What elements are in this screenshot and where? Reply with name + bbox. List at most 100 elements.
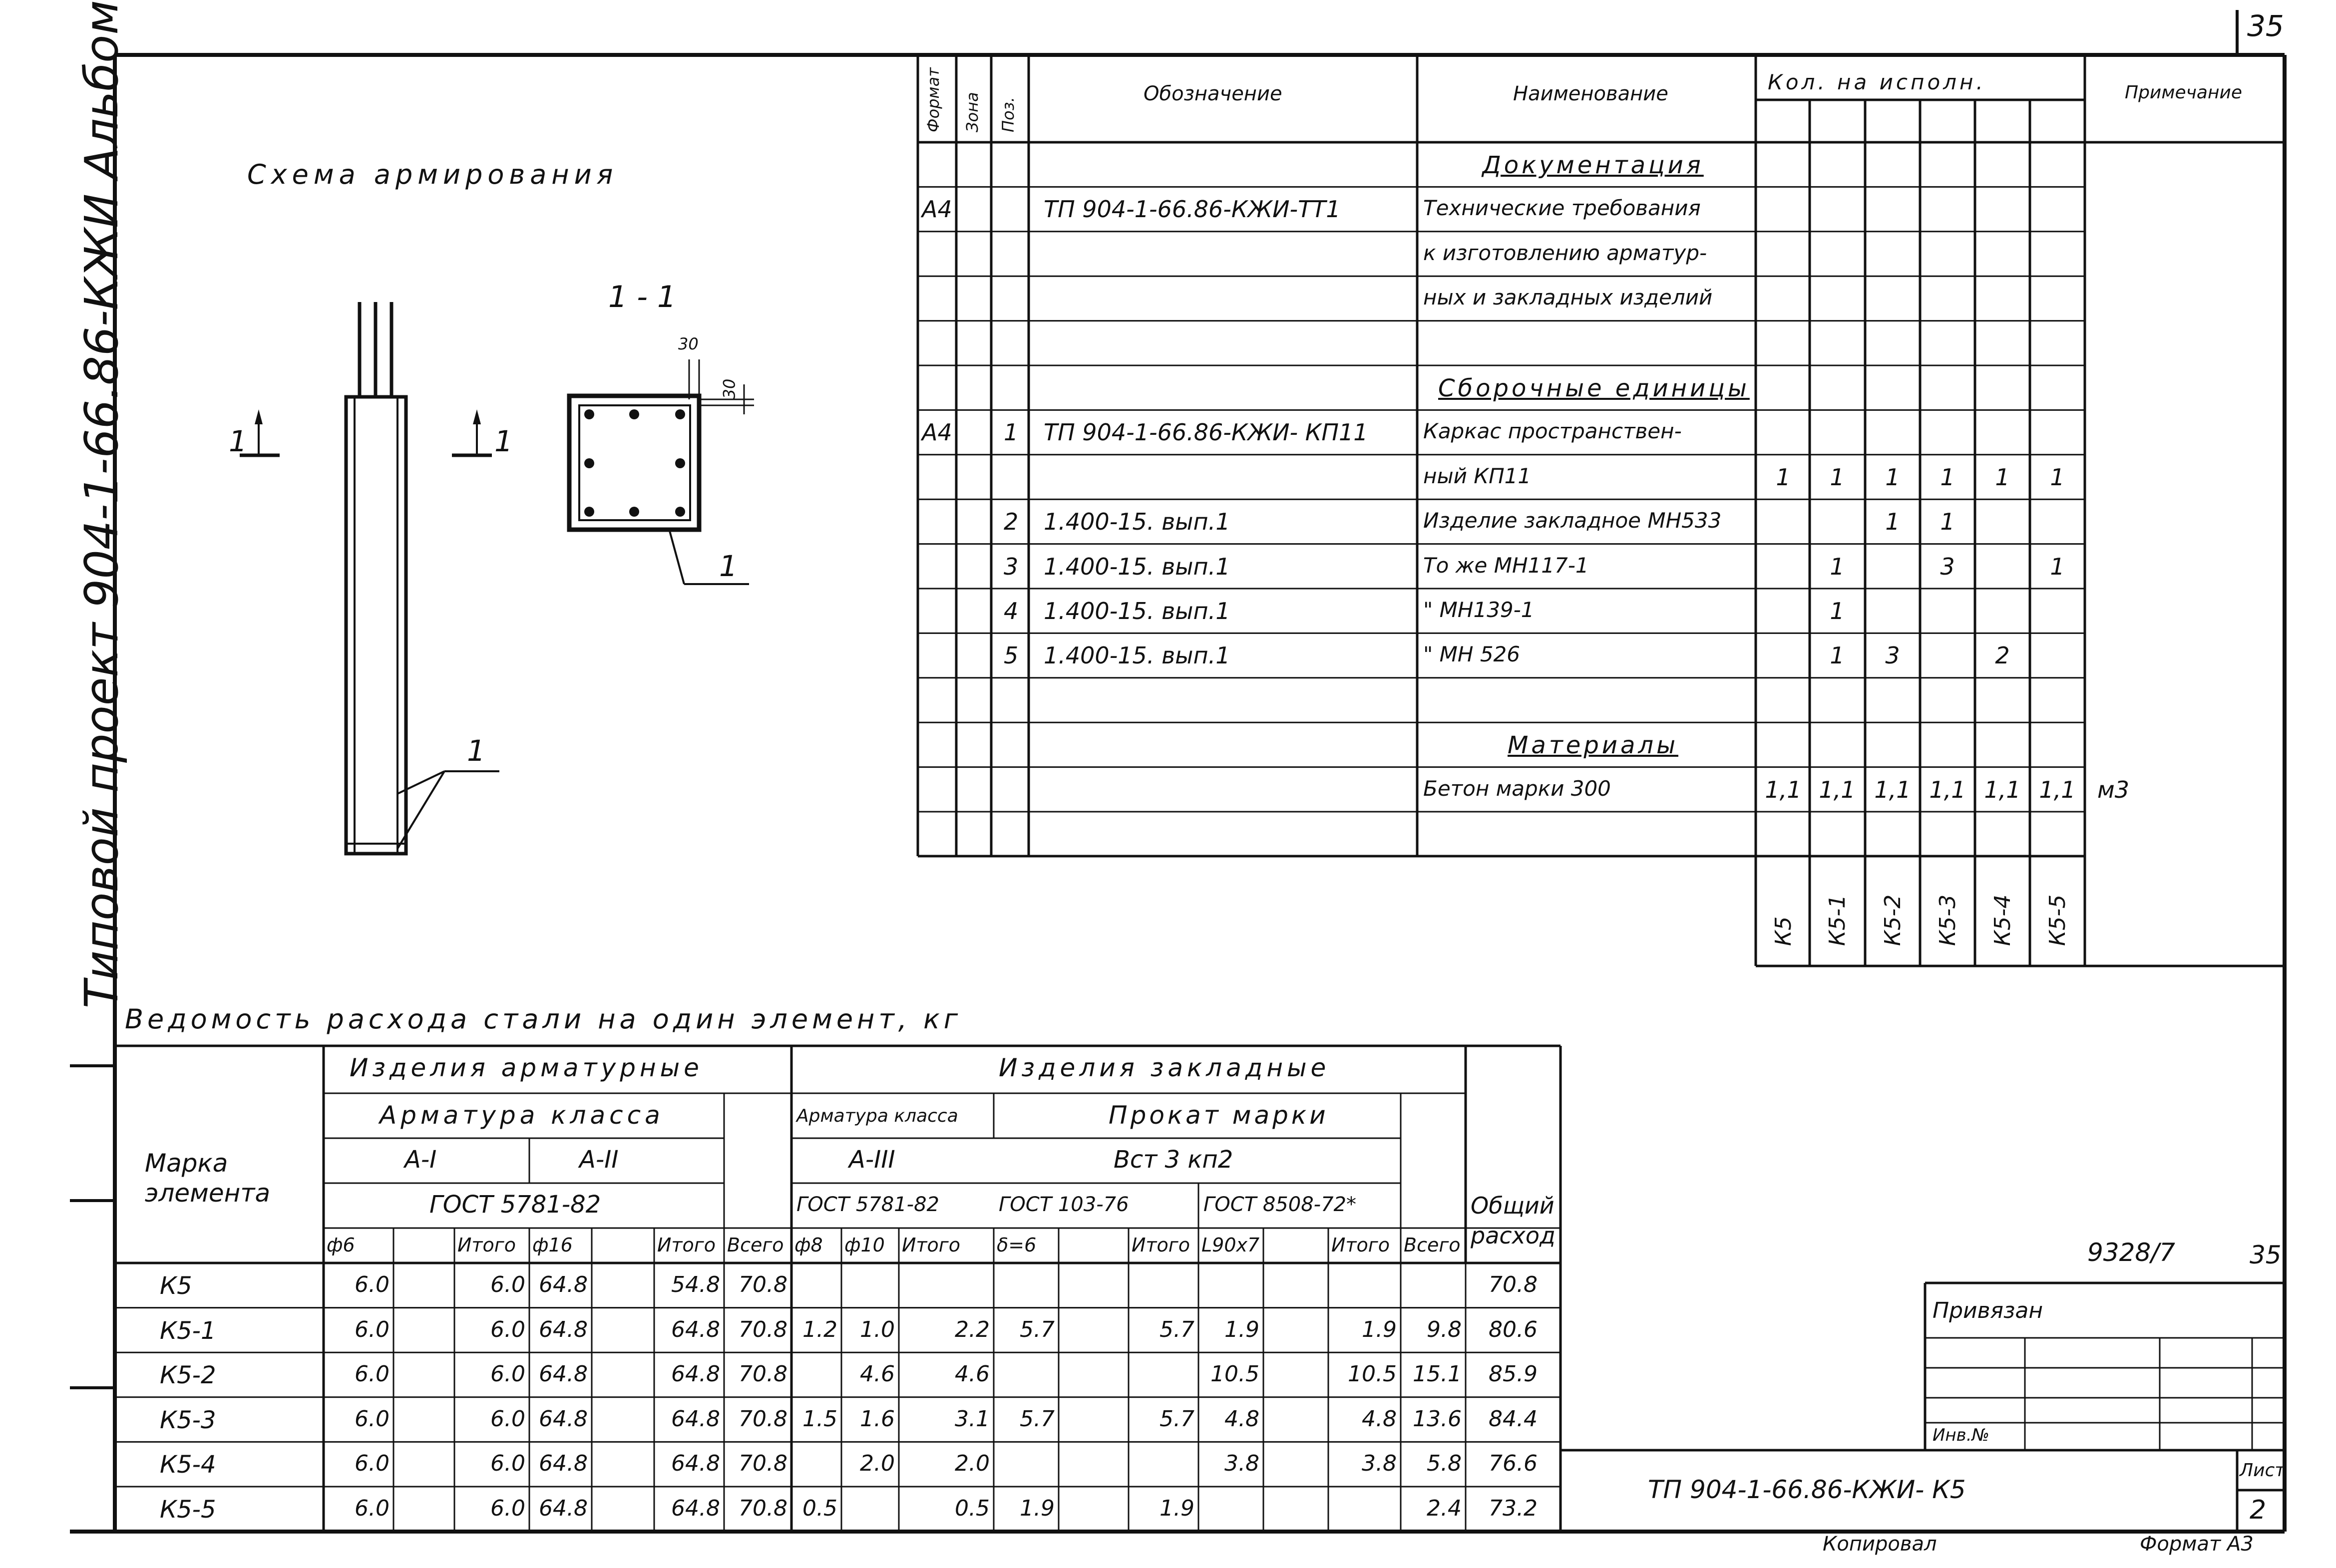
spec-position: 2: [1004, 508, 1019, 536]
format-label: Формат А3: [2140, 1533, 2254, 1556]
spec-qty-cell: 3: [1885, 642, 1900, 669]
steel-cell: 9.8: [1427, 1316, 1462, 1342]
dimension-30: 30: [678, 334, 699, 353]
spec-qty-cell: 3: [1940, 553, 1955, 580]
steel-row-total: 70.8: [1489, 1272, 1538, 1297]
spec-header-1: Зона: [963, 92, 982, 132]
steel-cell: 1.9: [1020, 1496, 1055, 1521]
steel-cell: 6.0: [490, 1451, 525, 1477]
steel-cell: 6.0: [490, 1272, 525, 1297]
steel-header-gost-5781-b: ГОСТ 5781-82: [796, 1193, 939, 1216]
steel-cell: 4.8: [1224, 1406, 1259, 1432]
spec-position: 4: [1004, 598, 1019, 625]
inventory-number-label: Инв.№: [1933, 1425, 1989, 1445]
spec-qty-cell: 1: [1776, 463, 1791, 491]
rebar-dots: [584, 409, 685, 517]
steel-subheader: L90х7: [1201, 1234, 1260, 1256]
steel-header-prokat: Прокат марки: [1109, 1101, 1329, 1130]
spec-qty-cell: 1: [1885, 463, 1900, 491]
steel-cell: 64.8: [539, 1451, 588, 1477]
steel-cell: 6.0: [490, 1496, 525, 1521]
steel-header-arm-class: Арматура класса: [380, 1101, 664, 1130]
steel-subheader: ф8: [794, 1234, 823, 1256]
steel-cell: 6.0: [490, 1361, 525, 1387]
steel-row-total: 84.4: [1489, 1406, 1538, 1432]
spec-header-2: Поз.: [999, 97, 1018, 132]
spec-header-qty: Кол. на исполн.: [1768, 70, 1986, 94]
steel-header-total-rate: Общий расход: [1471, 1192, 1556, 1249]
steel-header-vst3kp2: Вст 3 кп2: [1114, 1146, 1233, 1174]
spec-name: Документация: [1482, 151, 1704, 179]
steel-cell: 54.8: [671, 1272, 720, 1297]
steel-cell: 1.5: [802, 1406, 837, 1432]
steel-cell: 6.0: [355, 1361, 389, 1387]
spec-qty-cell: 1: [1830, 642, 1845, 669]
steel-header-AI: А-I: [404, 1146, 437, 1174]
steel-cell: 6.0: [355, 1272, 389, 1297]
steel-cell: 64.8: [539, 1361, 588, 1387]
spec-designation: 1.400-15. вып.1: [1044, 553, 1230, 580]
steel-cell: 70.8: [739, 1406, 787, 1432]
steel-cell: 3.8: [1362, 1451, 1397, 1477]
steel-table-title: Ведомость расхода стали на один элемент,…: [125, 1003, 962, 1035]
steel-subheader: Всего: [1404, 1234, 1461, 1256]
steel-subheader: ф6: [327, 1234, 355, 1256]
steel-row-mark: К5-1: [160, 1316, 216, 1345]
spec-designation: 1.400-15. вып.1: [1044, 508, 1230, 536]
spec-name: Каркас пространствен-: [1423, 419, 1682, 444]
spec-position: 3: [1004, 553, 1019, 580]
steel-header-arm-products: Изделия арматурные: [350, 1053, 703, 1082]
steel-cell: 6.0: [355, 1316, 389, 1342]
spec-qty-cell: 1: [1940, 463, 1955, 491]
steel-row-mark: К5-3: [160, 1406, 216, 1434]
steel-row-total: 73.2: [1489, 1496, 1538, 1521]
spec-qty-cell: 1,1: [1819, 776, 1856, 803]
steel-cell: 0.5: [955, 1496, 990, 1521]
leader-label-column: 1: [467, 734, 485, 768]
spec-name: То же МН117-1: [1423, 553, 1589, 578]
steel-cell: 6.0: [355, 1406, 389, 1432]
spec-name: Сборочные единицы: [1438, 374, 1750, 402]
steel-row-mark: К5-4: [160, 1451, 216, 1479]
spec-name: " МН139-1: [1423, 598, 1535, 622]
steel-cell: 5.8: [1427, 1451, 1462, 1477]
spec-format: А4: [922, 419, 952, 446]
steel-cell: 3.8: [1224, 1451, 1259, 1477]
spec-header-0: Формат: [924, 67, 943, 132]
steel-cell: 10.5: [1210, 1361, 1259, 1387]
steel-cell: 64.8: [539, 1272, 588, 1297]
steel-cell: 1.9: [1160, 1496, 1194, 1521]
steel-cell: 70.8: [739, 1496, 787, 1521]
steel-header-AII: А-II: [579, 1146, 619, 1174]
spec-element-mark: К5-2: [1880, 894, 1906, 946]
spec-designation: ТП 904-1-66.86-КЖИ- КП11: [1044, 419, 1368, 446]
copied-by-label: Копировал: [1823, 1533, 1937, 1556]
spec-qty-cell: 1,1: [1929, 776, 1966, 803]
spec-format: А4: [922, 196, 952, 223]
steel-cell: 4.6: [860, 1361, 895, 1387]
leader-label-section: 1: [719, 549, 738, 583]
spec-position: 5: [1004, 642, 1019, 669]
spec-qty-cell: 1: [1830, 553, 1845, 580]
steel-cell: 5.7: [1020, 1316, 1055, 1342]
steel-row-total: 85.9: [1489, 1361, 1538, 1387]
steel-row-mark: К5-5: [160, 1496, 216, 1524]
spec-qty-cell: 1: [1830, 463, 1845, 491]
steel-cell: 5.7: [1020, 1406, 1055, 1432]
steel-cell: 1.9: [1224, 1316, 1259, 1342]
steel-cell: 64.8: [671, 1361, 720, 1387]
steel-cell: 70.8: [739, 1361, 787, 1387]
spec-header-designation: Обозначение: [1144, 82, 1282, 105]
steel-cell: 64.8: [671, 1316, 720, 1342]
steel-cell: 1.6: [860, 1406, 895, 1432]
spec-name: к изготовлению арматур-: [1423, 240, 1707, 265]
steel-cell: 2.0: [955, 1451, 990, 1477]
album-side-title: Типовой проект 904-1-66.86-КЖИ Альбом 7: [75, 0, 128, 1008]
steel-cell: 4.6: [955, 1361, 990, 1387]
reference-number: 9328/7: [2087, 1238, 2175, 1267]
spec-qty-cell: 1,1: [1765, 776, 1802, 803]
steel-cell: 13.6: [1413, 1406, 1462, 1432]
spec-element-mark: К5-3: [1935, 894, 1960, 946]
steel-header-mark: Марка элемента: [145, 1149, 271, 1208]
spec-qty-cell: 1: [1940, 508, 1955, 536]
